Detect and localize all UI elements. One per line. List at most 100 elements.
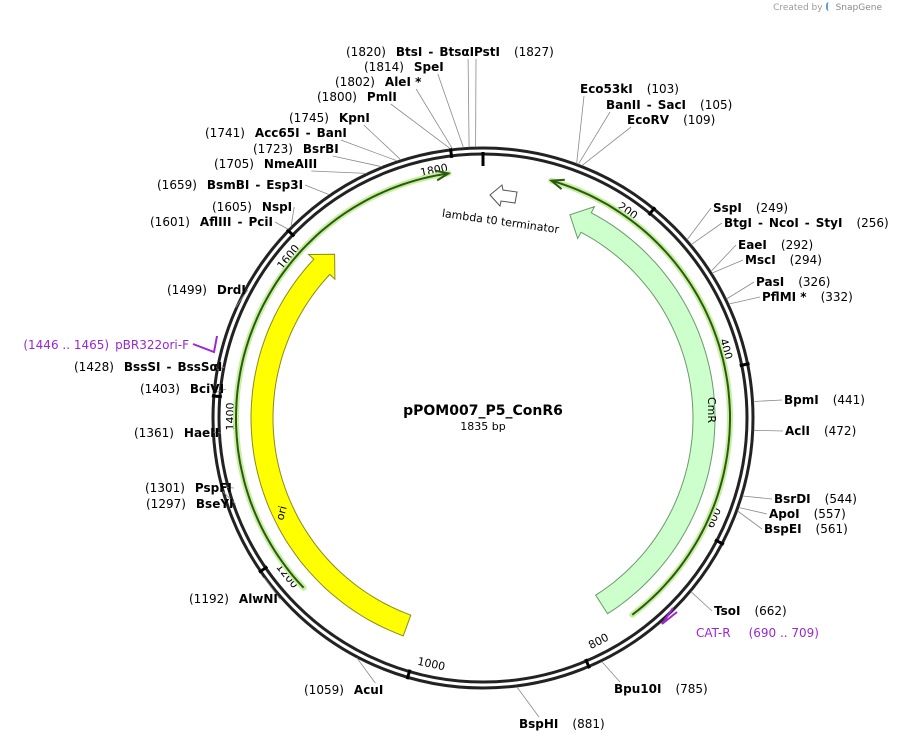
site-label[interactable]: BspHI (881) <box>519 717 605 731</box>
feature-ori-arrow[interactable] <box>250 253 412 637</box>
site-pos: (292) <box>781 238 813 252</box>
site-label[interactable]: (1820)BtsI-BtsαI <box>346 45 474 59</box>
leader-line <box>221 490 236 505</box>
site-label[interactable]: BanII-SacI(105) <box>606 98 732 112</box>
site-pos: (881) <box>572 717 604 731</box>
site-name: Acc65I <box>255 126 300 140</box>
site-label[interactable]: EcoRV(109) <box>627 113 715 127</box>
site-label[interactable]: PflMI *(332) <box>762 290 853 304</box>
site-pos: (557) <box>814 507 846 521</box>
feature-cmr-arrow[interactable] <box>569 205 716 615</box>
site-label[interactable]: Eco53kI(103) <box>580 82 679 96</box>
leader-line <box>753 399 783 402</box>
site-name: Eco53kI <box>580 82 633 96</box>
leader-line <box>290 206 295 227</box>
leader-line <box>690 591 713 612</box>
leader-line <box>356 657 376 684</box>
site-label[interactable]: (1361)HaeII <box>134 426 219 440</box>
site-label[interactable]: (1297)BseYI <box>146 497 234 511</box>
site-name: EaeI <box>738 238 767 252</box>
site-label[interactable]: (1741)Acc65I-BanI <box>205 126 347 140</box>
site-pos: (1403) <box>140 382 180 396</box>
site-label[interactable]: (1499)DrdI <box>167 283 246 297</box>
leader-line <box>390 103 451 150</box>
site-name: SacI <box>658 98 686 112</box>
site-label[interactable]: (1723)BsrBI <box>253 142 339 156</box>
site-label[interactable]: EaeI (292) <box>738 238 813 252</box>
site-label[interactable]: (1192)AlwNI <box>189 592 278 606</box>
site-separator: - <box>805 216 810 230</box>
tick-800 <box>584 658 591 669</box>
site-label[interactable]: (1059)AcuI <box>304 683 383 697</box>
tick-label: 800 <box>586 631 611 652</box>
tick-200 <box>647 206 657 217</box>
terminator-arrow-icon[interactable] <box>489 184 518 208</box>
leader-line <box>311 170 367 174</box>
site-label[interactable]: TsoI(662) <box>714 604 787 618</box>
site-pos: (561) <box>816 522 848 536</box>
plasmid-length: 1835 bp <box>460 420 505 433</box>
site-label[interactable]: AclI(472) <box>785 424 856 438</box>
site-label[interactable]: (1605)NspI <box>212 200 292 214</box>
tick-1800 <box>448 147 454 159</box>
site-label[interactable]: BsrDI(544) <box>774 492 857 506</box>
site-pos: (1802) <box>335 75 375 89</box>
site-label[interactable]: ApoI(557) <box>769 507 846 521</box>
leader-line <box>691 222 723 245</box>
site-name: PasI <box>756 275 784 289</box>
leader-line <box>726 281 755 300</box>
primer-pbr322ori-f[interactable]: (1446 .. 1465)pBR322ori-F <box>23 335 218 354</box>
site-pos: (1297) <box>146 497 186 511</box>
cds-arc-left-head <box>435 169 452 182</box>
site-label[interactable]: SspI(249) <box>713 201 788 215</box>
site-name: BciVI <box>190 382 224 396</box>
site-label[interactable]: BtgI-NcoI-StyI(256) <box>724 216 889 230</box>
primer-cat-r[interactable]: CAT-R(690 .. 709) <box>661 607 819 640</box>
leader-line <box>437 73 464 148</box>
site-name: BspHI <box>519 717 558 731</box>
site-name: AflIII <box>200 215 232 229</box>
leader-line <box>577 111 611 165</box>
cds-arc-left[interactable] <box>235 172 449 589</box>
site-name: DrdI <box>217 283 246 297</box>
cds-arc-right[interactable] <box>551 179 731 616</box>
site-name: BsmBI <box>207 178 249 192</box>
leader-line <box>274 221 289 230</box>
site-label[interactable]: (1814)SpeI <box>364 60 444 74</box>
leader-line <box>581 126 632 167</box>
site-label[interactable]: PstI(1827) <box>474 45 554 59</box>
leader-line <box>686 207 712 240</box>
site-name: BtsI <box>396 45 423 59</box>
site-label[interactable]: BspEI(561) <box>764 522 848 536</box>
site-pos: (1820) <box>346 45 386 59</box>
site-label[interactable]: (1659)BsmBI-Esp3I <box>157 178 303 192</box>
feature-label-ori: ori <box>273 504 289 521</box>
tick-1200 <box>258 565 269 574</box>
site-label[interactable]: (1705)NmeAIII <box>214 157 317 171</box>
site-label[interactable]: (1800)PmlI <box>317 90 397 104</box>
site-label[interactable]: (1403) BciVI <box>140 382 224 396</box>
site-label[interactable]: Bpu10I(785) <box>614 682 708 696</box>
leader-line <box>235 289 249 308</box>
site-label[interactable]: BpmI(441) <box>784 393 865 407</box>
site-pos: (332) <box>821 290 853 304</box>
leader-line <box>220 486 234 489</box>
site-pos: (294) <box>790 253 822 267</box>
primer-range: (1446 .. 1465) <box>23 338 109 352</box>
leader-line <box>212 431 222 434</box>
site-name: PciI <box>248 215 273 229</box>
site-label[interactable]: (1601)AflIII-PciI <box>150 215 273 229</box>
leader-line <box>304 184 330 196</box>
site-separator: - <box>255 178 260 192</box>
site-label[interactable]: (1301)PspFI <box>145 481 232 495</box>
site-pos: (1723) <box>253 142 293 156</box>
site-label[interactable]: (1745)KpnI <box>289 111 370 125</box>
site-label[interactable]: PasI(326) <box>756 275 830 289</box>
svg-text:CAT-R(690 .. 709): CAT-R(690 .. 709) <box>696 626 819 640</box>
site-label[interactable]: MscI(294) <box>745 253 822 267</box>
site-label[interactable]: (1428)BssSI-BssSαI <box>74 360 222 374</box>
site-separator: - <box>428 45 433 59</box>
site-label[interactable]: (1802)AleI * <box>335 75 422 89</box>
